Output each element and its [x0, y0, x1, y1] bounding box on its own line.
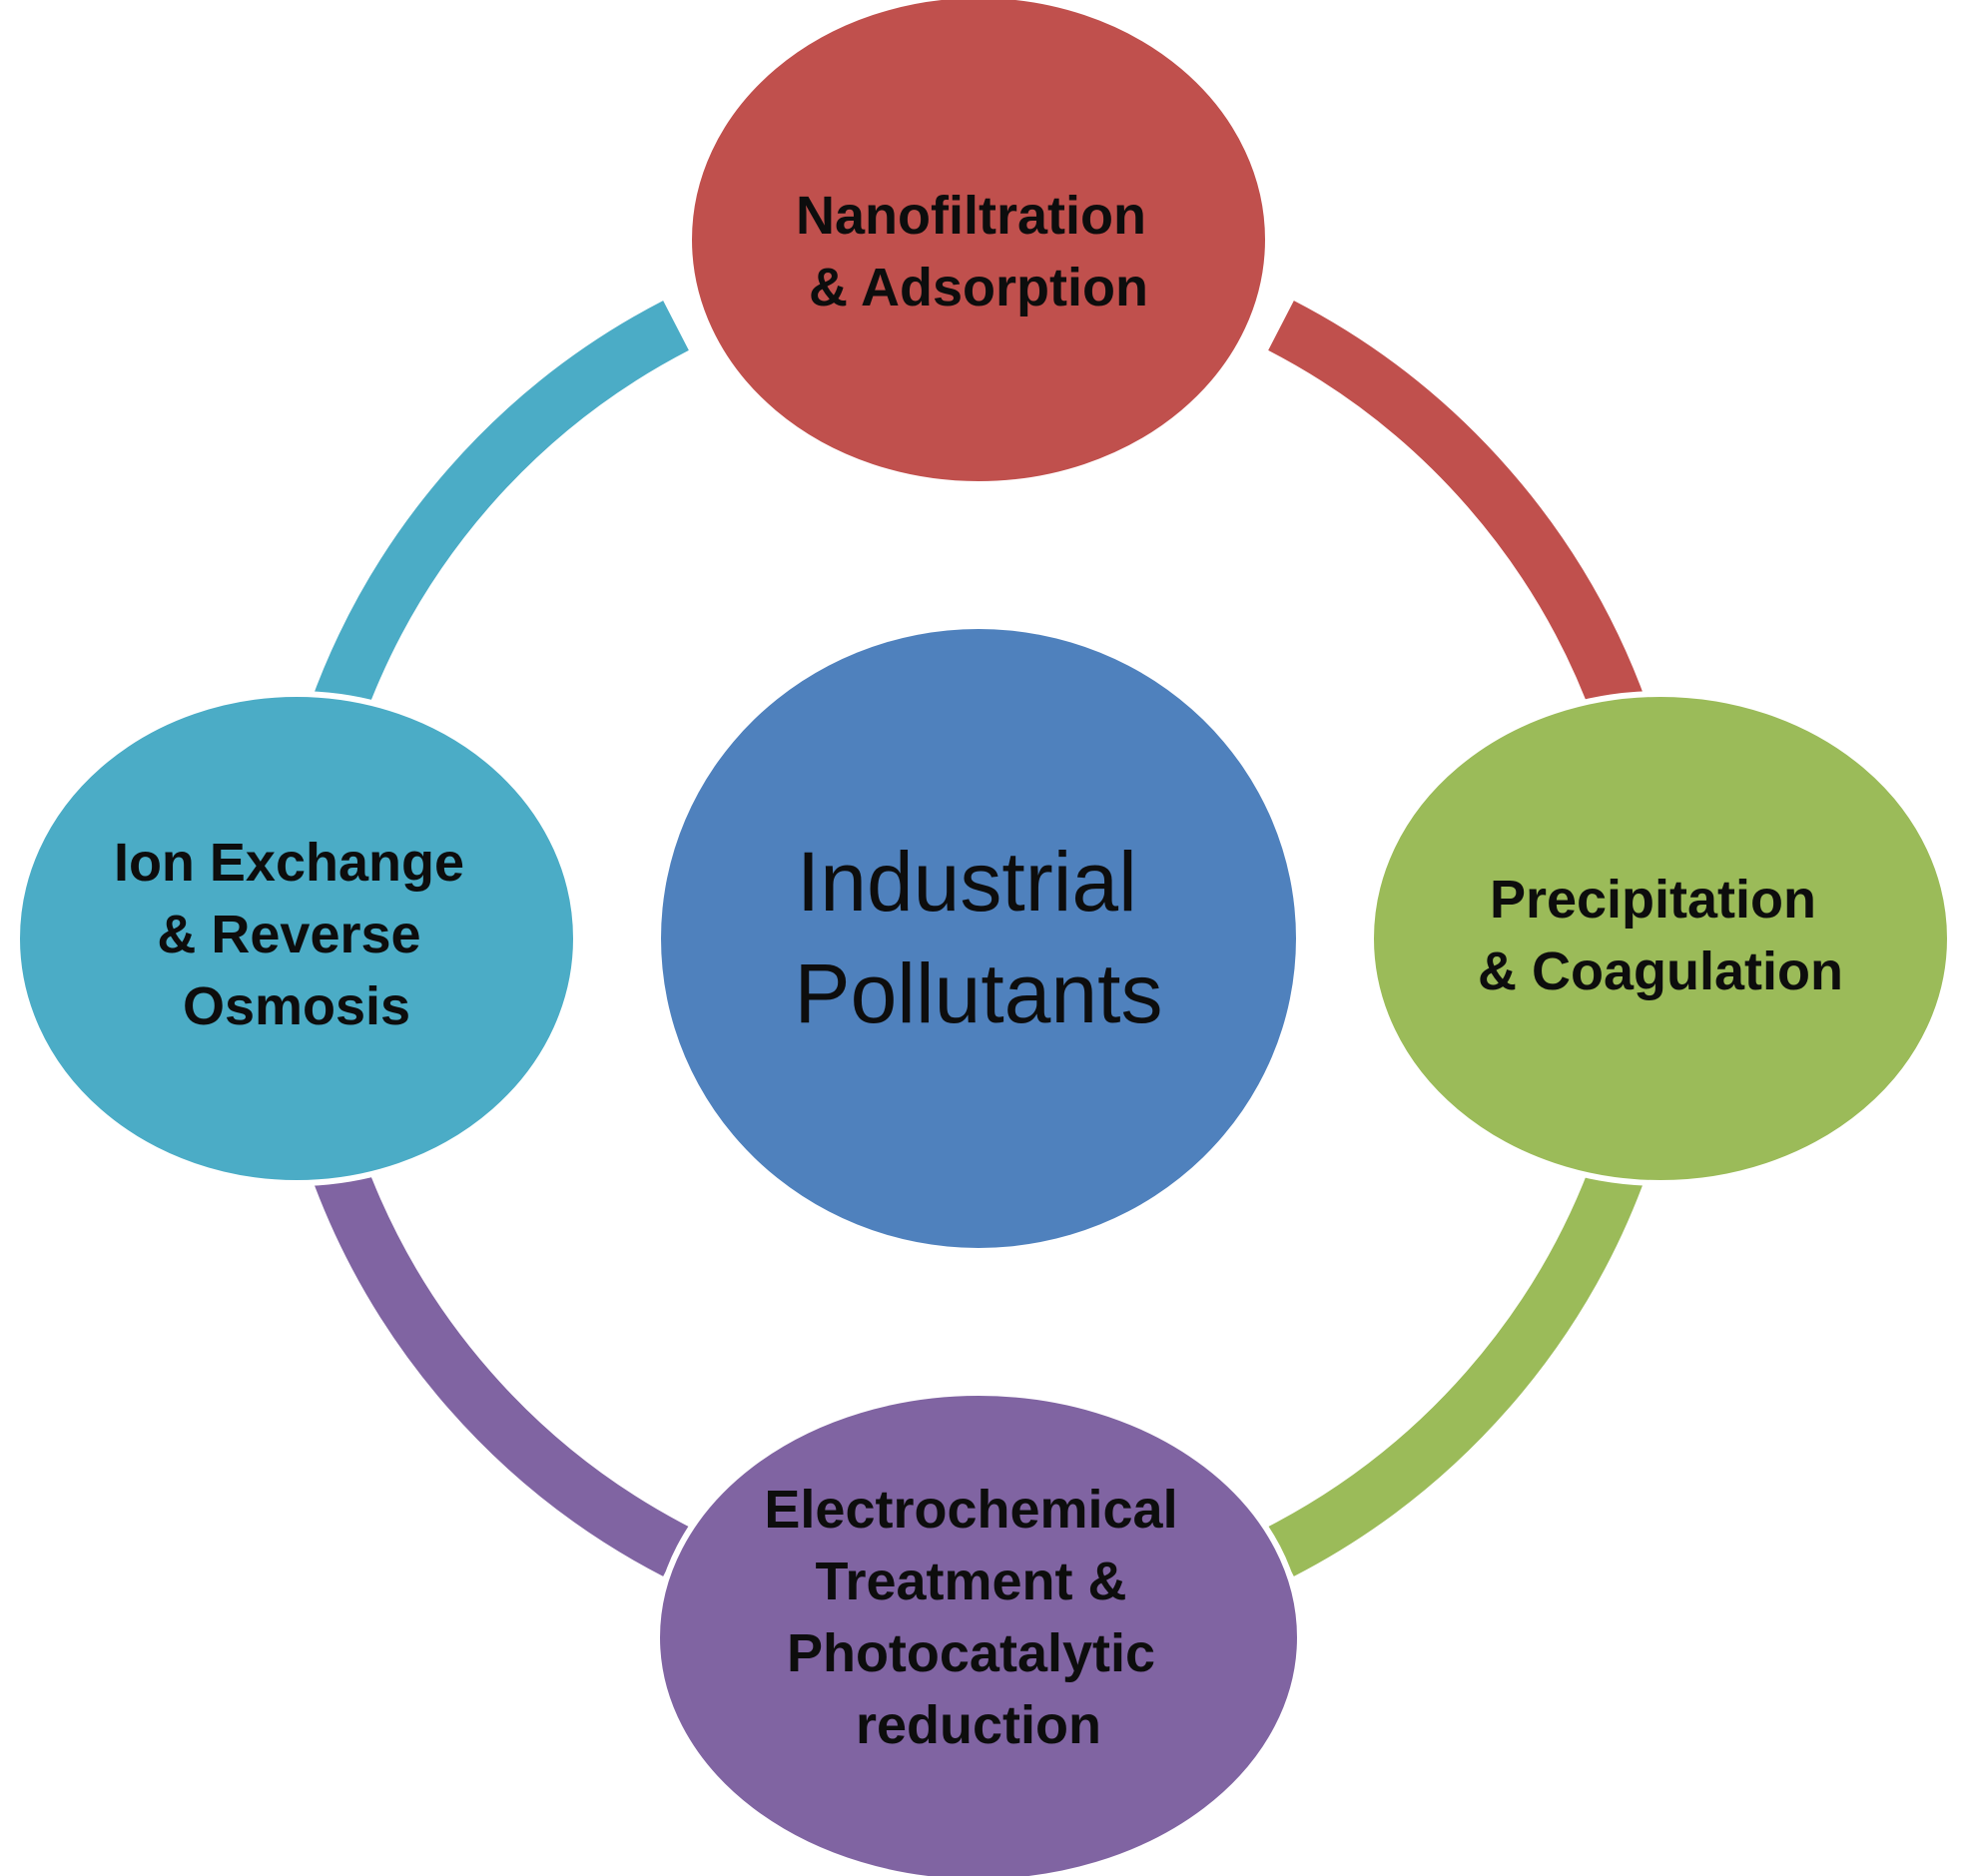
svg-text:Industrial Pollutants: Industrial Pollutants	[795, 835, 1163, 1040]
node-right-line-1: Precipitation	[1490, 870, 1816, 930]
center-node: Industrial Pollutants	[661, 629, 1296, 1248]
svg-text:Electrochemical Treatmen: Electrochemical Treatment & Photocatalyt…	[764, 1480, 1192, 1755]
node-electrochemical: Electrochemical Treatment & Photocatalyt…	[654, 1390, 1303, 1876]
node-top-ellipse	[686, 0, 1271, 487]
svg-text:Precipitation & Coagulat: Precipitation & Coagulation	[1478, 870, 1843, 1001]
svg-text:Ion Exchange & Reverse: Ion Exchange & Reverse Osmosis	[114, 833, 479, 1036]
arc-bottom-to-left-band	[310, 1154, 689, 1576]
center-label-line-2: Pollutants	[795, 946, 1163, 1040]
node-left-line-3: Osmosis	[183, 976, 410, 1036]
node-left-ellipse	[14, 691, 579, 1186]
node-left-line-1: Ion Exchange	[114, 833, 464, 893]
node-bottom-line-3: Photocatalytic	[787, 1623, 1155, 1683]
node-right-ellipse	[1368, 691, 1953, 1186]
center-circle	[661, 629, 1296, 1248]
node-right-line-2: & Coagulation	[1478, 941, 1843, 1001]
node-top-line-1: Nanofiltration	[796, 186, 1146, 246]
arc-top-to-right-band	[1268, 301, 1648, 723]
arc-right-to-bottom-band	[1268, 1154, 1648, 1576]
node-top-line-2: & Adsorption	[809, 258, 1148, 317]
node-bottom-ellipse	[654, 1390, 1303, 1876]
node-left-line-2: & Reverse	[157, 905, 420, 964]
node-bottom-line-1: Electrochemical	[764, 1480, 1177, 1540]
center-label-line-1: Industrial	[797, 835, 1137, 929]
node-bottom-line-2: Treatment &	[815, 1552, 1126, 1611]
connector-arcs	[305, 295, 1652, 1582]
node-precipitation: Precipitation & Coagulation	[1368, 691, 1953, 1186]
svg-text:Nanofiltration & Adsorpt: Nanofiltration & Adsorption	[796, 186, 1161, 317]
node-nanofiltration: Nanofiltration & Adsorption	[686, 0, 1271, 487]
arc-left-to-top-band	[310, 301, 689, 723]
node-bottom-line-4: reduction	[856, 1695, 1101, 1755]
node-ion-exchange: Ion Exchange & Reverse Osmosis	[14, 691, 579, 1186]
